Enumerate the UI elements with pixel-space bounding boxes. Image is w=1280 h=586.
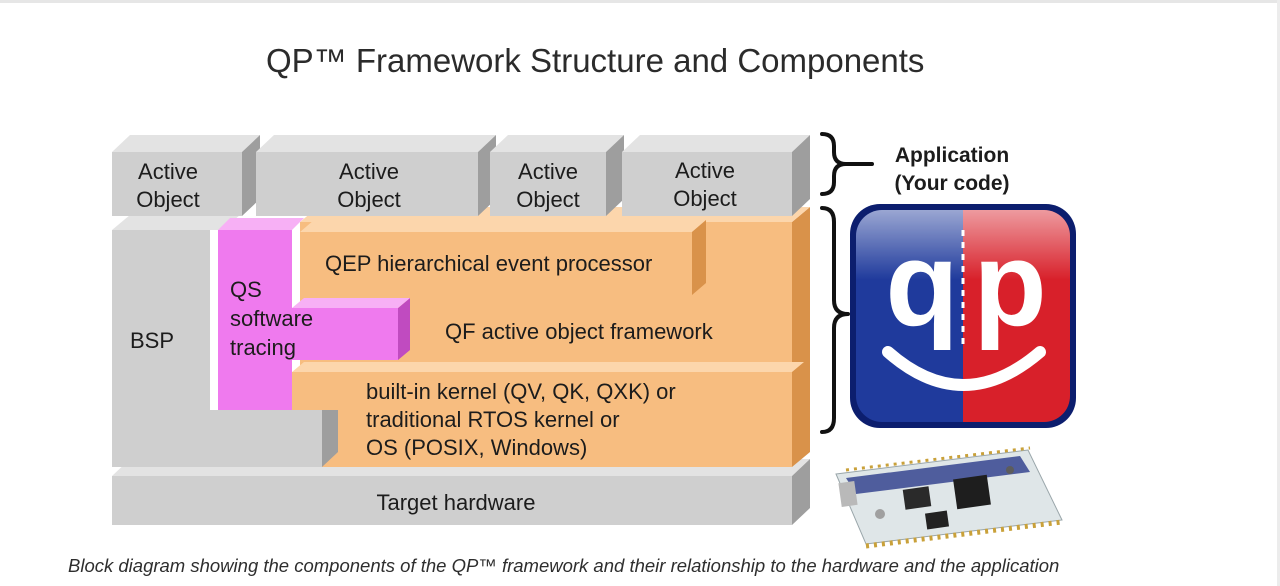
application-label-line1: Application bbox=[895, 144, 1009, 167]
active-object-4-line2: Object bbox=[673, 186, 737, 211]
qs-label-line3: tracing bbox=[230, 335, 296, 360]
qs-label-line1: QS bbox=[230, 277, 262, 302]
qs-label-line2: software bbox=[230, 306, 313, 331]
hardware-label: Target hardware bbox=[377, 490, 536, 515]
kernel-label-line2: traditional RTOS kernel or bbox=[366, 407, 620, 432]
active-object-3: Active Object bbox=[490, 135, 624, 216]
application-label-line2: (Your code) bbox=[894, 172, 1009, 195]
application-brace bbox=[820, 132, 874, 196]
qs-tracing-block: QS software tracing bbox=[218, 218, 410, 410]
qep-label: QEP hierarchical event processor bbox=[325, 251, 652, 276]
top-border bbox=[0, 0, 1280, 3]
active-object-4: Active Object bbox=[622, 135, 810, 216]
kernel-label-line3: OS (POSIX, Windows) bbox=[366, 435, 587, 460]
active-object-1-line2: Object bbox=[136, 187, 200, 212]
bsp-block: BSP bbox=[112, 215, 338, 467]
kernel-block: built-in kernel (QV, QK, QXK) or traditi… bbox=[292, 362, 804, 467]
active-object-1: Active Object bbox=[112, 135, 260, 216]
qep-block: QEP hierarchical event processor bbox=[300, 220, 706, 295]
bsp-label: BSP bbox=[130, 328, 174, 353]
right-border bbox=[1277, 0, 1280, 586]
active-object-1-line1: Active bbox=[138, 159, 198, 184]
kernel-label-line1: built-in kernel (QV, QK, QXK) or bbox=[366, 379, 676, 404]
active-object-3-line2: Object bbox=[516, 187, 580, 212]
figure-caption: Block diagram showing the components of … bbox=[68, 555, 1060, 576]
qp-logo-icon: q p bbox=[850, 204, 1076, 428]
qf-label: QF active object framework bbox=[445, 319, 714, 344]
page-title: QP™ Framework Structure and Components bbox=[266, 42, 925, 79]
dev-board-image bbox=[835, 446, 1063, 549]
framework-brace bbox=[820, 206, 850, 434]
logo-letter-p: p bbox=[973, 217, 1046, 351]
active-object-4-line1: Active bbox=[675, 158, 735, 183]
active-object-3-line1: Active bbox=[518, 159, 578, 184]
active-object-2-line1: Active bbox=[339, 159, 399, 184]
active-object-2-line2: Object bbox=[337, 187, 401, 212]
target-hardware-block: Target hardware bbox=[112, 459, 810, 525]
logo-letter-q: q bbox=[885, 217, 958, 351]
active-object-2: Active Object bbox=[256, 135, 496, 216]
